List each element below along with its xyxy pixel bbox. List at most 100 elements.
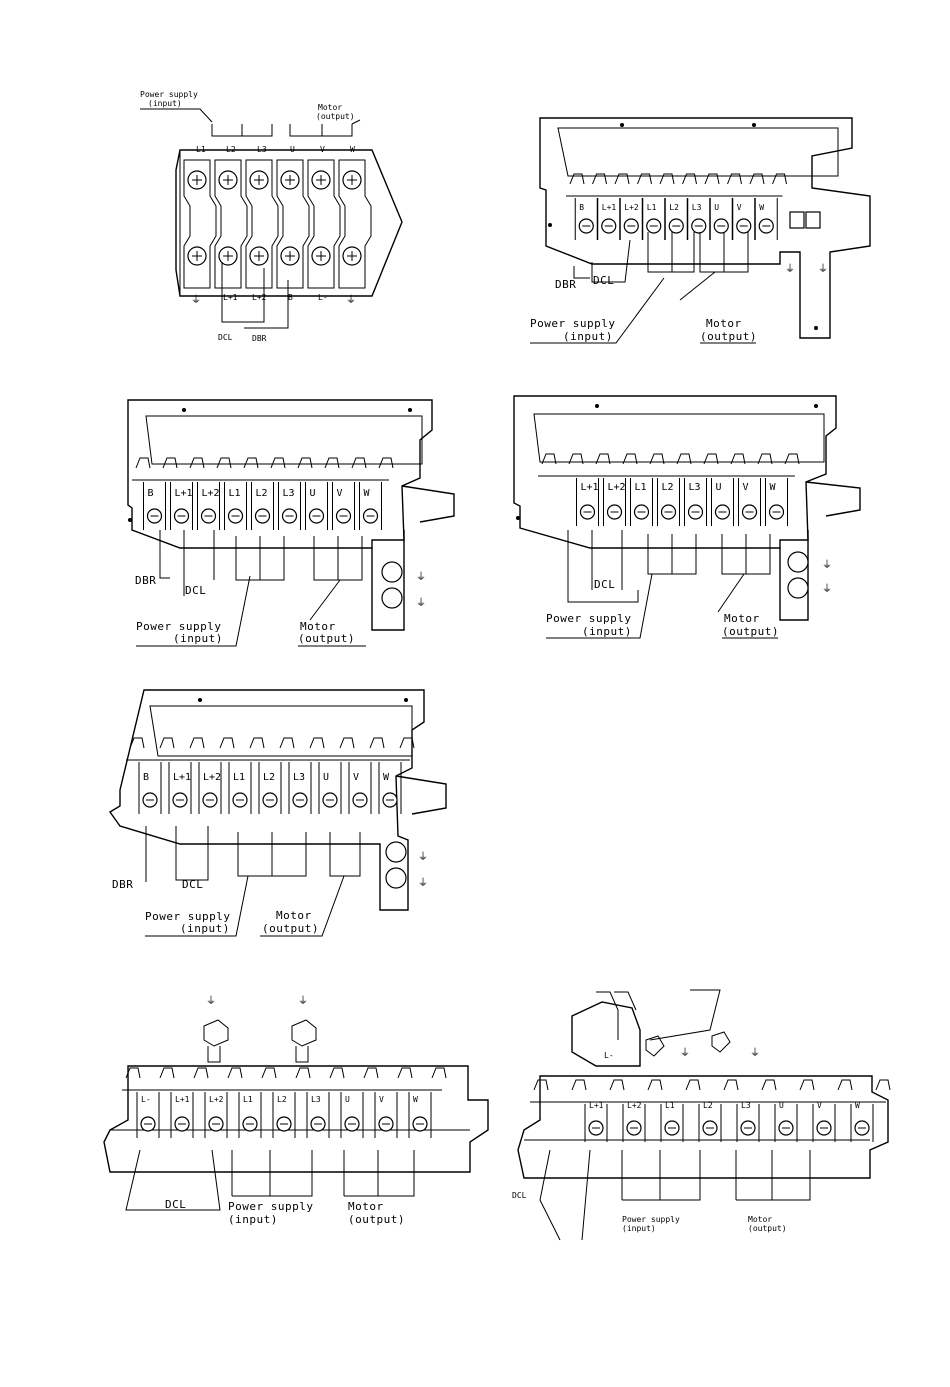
- d6-motor-sub: (output): [348, 1213, 405, 1226]
- d5-ground-2: ⏚: [418, 877, 428, 889]
- d3-term-L3: L3: [283, 488, 295, 499]
- d1-term-Lplus1: L+1: [223, 293, 238, 302]
- d7-motor-label: Motor: [748, 1215, 772, 1224]
- d7-term-Lplus2: L+2: [627, 1101, 642, 1110]
- d5-term-Lplus1: L+1: [173, 772, 191, 783]
- d5-ground-1: ⏚: [418, 851, 428, 863]
- d6-term-L3: L3: [311, 1095, 321, 1104]
- d7-term-L3: L3: [741, 1101, 751, 1110]
- d6-term-Lminus: L-: [141, 1095, 151, 1104]
- d1-ground-right: ⏚: [346, 294, 356, 306]
- d2-term-W: W: [759, 203, 764, 212]
- d1-power-supply-label: Power supply: [140, 90, 198, 99]
- d2-dbr-label: DBR: [555, 278, 576, 291]
- d1-top-terminal-labels: L1 L2 L3 U V W: [196, 145, 355, 154]
- d6-term-U: U: [345, 1095, 350, 1104]
- d6-term-Lplus1: L+1: [175, 1095, 190, 1104]
- d2-motor-label: Motor: [706, 317, 742, 330]
- d2-dcl-label: DCL: [593, 274, 614, 287]
- d6-power-supply-sub: (input): [228, 1213, 278, 1226]
- d6-term-W: W: [413, 1095, 418, 1104]
- d2-power-supply-sub: (input): [563, 330, 613, 343]
- d3-term-Lplus1: L+1: [175, 488, 193, 499]
- d3-ground-1: ⏚: [416, 571, 426, 583]
- d6-ground-1: ⏚: [206, 995, 216, 1007]
- d3-term-W: W: [364, 488, 371, 499]
- d3-dcl-label: DCL: [185, 584, 206, 597]
- d7-ground-1: ⏚: [680, 1047, 690, 1059]
- d7-motor-sub: (output): [748, 1224, 787, 1233]
- d5-power-supply-label: Power supply: [145, 910, 230, 923]
- d7-power-supply-sub: (input): [622, 1224, 656, 1233]
- d1-dbr-label: DBR: [252, 334, 267, 343]
- d5-term-B: B: [143, 772, 149, 783]
- d7-ground-2: ⏚: [750, 1047, 760, 1059]
- d6-dcl-label: DCL: [165, 1198, 186, 1211]
- d2-term-L1: L1: [647, 203, 657, 212]
- d3-term-L2: L2: [256, 488, 268, 499]
- d4-term-U: U: [716, 482, 722, 493]
- d4-term-Lplus2: L+2: [608, 482, 626, 493]
- d5-dbr-label: DBR: [112, 878, 133, 891]
- d2-term-L3: L3: [692, 203, 702, 212]
- d2-term-Lplus1: L+1: [602, 203, 617, 212]
- d4-term-L3: L3: [689, 482, 701, 493]
- d6-ground-2: ⏚: [298, 995, 308, 1007]
- d6-term-L1: L1: [243, 1095, 253, 1104]
- d1-term-L1: L1: [196, 145, 206, 154]
- d5-term-U: U: [323, 772, 329, 783]
- d2-term-Lplus2: L+2: [624, 203, 639, 212]
- d4-motor-sub: (output): [722, 625, 779, 638]
- d1-term-Lminus: L-: [318, 293, 328, 302]
- d4-term-L1: L1: [635, 482, 647, 493]
- d1-term-U: U: [290, 145, 295, 154]
- d5-term-W: W: [383, 772, 390, 783]
- d2-ground-1: ⏚: [785, 263, 795, 275]
- d6-motor-label: Motor: [348, 1200, 384, 1213]
- d3-motor-label: Motor: [300, 620, 336, 633]
- d2-term-V: V: [737, 203, 742, 212]
- d4-motor-label: Motor: [724, 612, 760, 625]
- d1-term-Lplus2: L+2: [252, 293, 267, 302]
- d3-term-U: U: [310, 488, 316, 499]
- d1-term-L2: L2: [226, 145, 236, 154]
- d2-term-U: U: [714, 203, 719, 212]
- d4-term-W: W: [770, 482, 777, 493]
- d5-power-supply-sub: (input): [180, 922, 230, 935]
- d2-motor-sub: (output): [700, 330, 757, 343]
- d7-term-Lminus: L-: [604, 1051, 614, 1060]
- d1-dcl-label: DCL: [218, 333, 233, 342]
- d4-term-L2: L2: [662, 482, 674, 493]
- d3-power-supply-label: Power supply: [136, 620, 221, 633]
- d7-term-Lplus1: L+1: [589, 1101, 604, 1110]
- d4-term-Lplus1: L+1: [581, 482, 599, 493]
- d1-term-W: W: [350, 145, 355, 154]
- d7-power-supply-label: Power supply: [622, 1215, 680, 1224]
- d1-term-L3: L3: [257, 145, 267, 154]
- d3-term-B: B: [148, 488, 154, 499]
- d1-term-B: B: [288, 293, 293, 302]
- d6-term-V: V: [379, 1095, 384, 1104]
- d7-term-L2: L2: [703, 1101, 713, 1110]
- d6-term-Lplus2: L+2: [209, 1095, 224, 1104]
- d4-power-supply-sub: (input): [582, 625, 632, 638]
- d5-dcl-label: DCL: [182, 878, 203, 891]
- d1-motor-label: Motor: [318, 103, 342, 112]
- d4-power-supply-label: Power supply: [546, 612, 631, 625]
- d2-term-B: B: [579, 203, 584, 212]
- diagram-1: L1 L2 L3 U V W ⏚ L+1 L+2 B L- ⏚ Power su…: [140, 90, 403, 343]
- d7-term-W: W: [855, 1101, 860, 1110]
